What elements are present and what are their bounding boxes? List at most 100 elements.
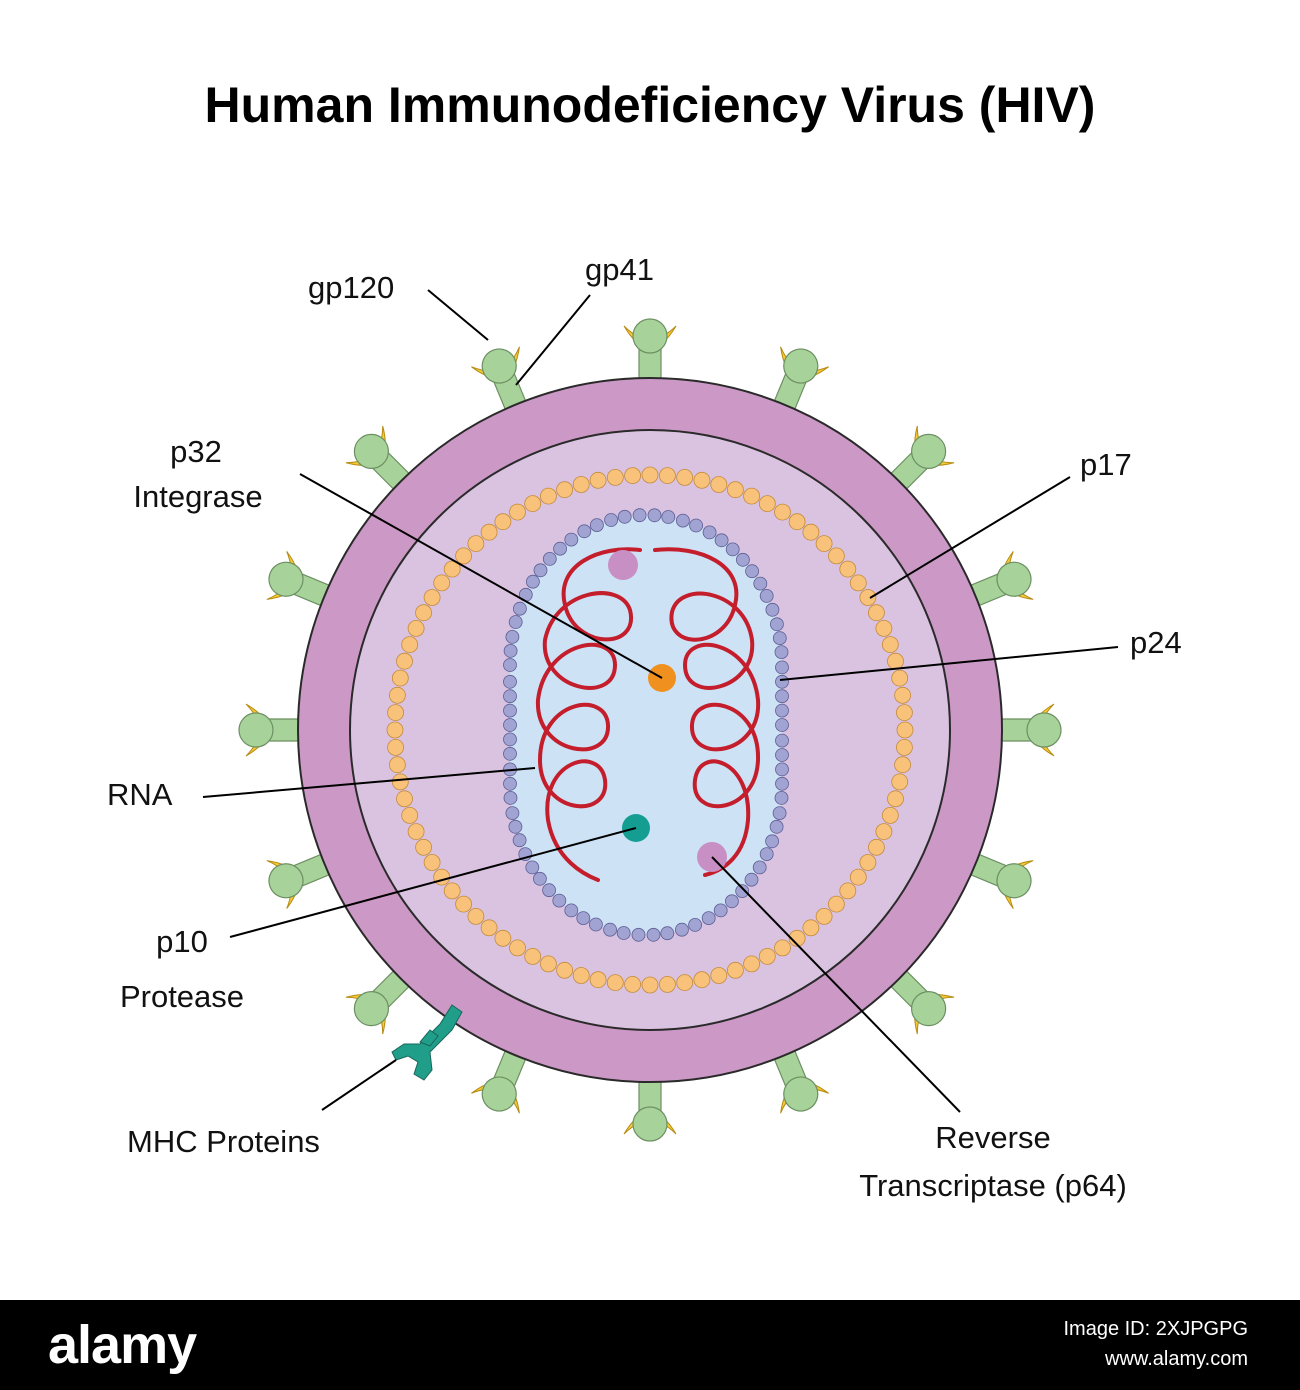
p17-bead <box>891 669 909 687</box>
p24-bead <box>553 541 567 556</box>
p24-bead <box>503 746 517 761</box>
p17-bead <box>802 523 820 541</box>
gp41-head <box>911 991 947 1027</box>
leader-p17 <box>869 476 1071 599</box>
rna-strand-left <box>535 547 642 882</box>
gp41-head <box>783 1076 819 1112</box>
p17-bead <box>881 807 899 824</box>
p17-bead <box>727 961 744 979</box>
p17-bead <box>556 481 573 499</box>
p24-bead <box>688 918 702 932</box>
p24-capsid-beads <box>503 508 789 942</box>
p17-bead <box>480 523 498 541</box>
p17-bead <box>589 471 607 489</box>
p17-bead <box>641 466 659 484</box>
gp41-head <box>353 991 389 1027</box>
p24-bead <box>503 732 517 747</box>
p17-bead <box>891 773 909 791</box>
p17-bead <box>693 971 711 989</box>
p17-bead <box>540 955 557 973</box>
p17-bead <box>894 686 911 704</box>
p24-bead <box>617 509 632 524</box>
p17-bead <box>423 589 441 606</box>
p24-bead <box>577 524 592 539</box>
p24-bead <box>552 893 567 908</box>
p17-bead <box>396 790 413 808</box>
label-gp41: gp41 <box>585 252 654 287</box>
p24-bead <box>775 748 789 762</box>
p24-bead <box>735 884 750 898</box>
label-mhc-proteins: MHC Proteins <box>127 1124 320 1159</box>
p17-bead <box>401 807 419 824</box>
p24-bead <box>576 911 591 925</box>
p17-bead <box>774 503 791 521</box>
p24-bead <box>647 508 662 523</box>
p24-bead <box>616 926 631 940</box>
p17-bead <box>815 908 833 925</box>
p24-bead <box>744 872 759 887</box>
p17-bead <box>727 481 744 499</box>
p17-bead <box>524 948 542 965</box>
p24-bead <box>505 630 520 644</box>
p24-bead <box>503 658 517 672</box>
p24-bead <box>660 926 675 941</box>
p24-bead <box>675 922 689 937</box>
rna-strands <box>535 547 761 882</box>
p17-bead <box>387 704 405 721</box>
p24-bead <box>775 674 789 689</box>
leader-p10 <box>229 827 637 938</box>
p24-bead <box>775 689 789 704</box>
p24-bead <box>503 776 517 791</box>
p17-bead <box>606 974 624 991</box>
p17-matrix-beads <box>386 466 914 994</box>
p24-bead <box>770 617 784 632</box>
label-p10: p10 <box>156 924 208 959</box>
p17-bead <box>894 756 911 774</box>
p17-bead <box>401 636 419 653</box>
p24-bead <box>775 660 789 675</box>
hiv-diagram: Human Immunodeficiency Virus (HIV) gp120… <box>107 77 1182 1203</box>
leader-gp41 <box>515 294 591 386</box>
p17-bead <box>743 955 760 973</box>
leader-reverse-transcriptase <box>711 856 961 1113</box>
p24-bead <box>689 518 703 533</box>
rna-strand-right <box>653 547 761 877</box>
leader-lines <box>202 289 1119 1113</box>
label-reverse: Reverse <box>935 1120 1050 1155</box>
p17-bead <box>710 967 728 984</box>
p17-bead <box>524 495 542 513</box>
leader-gp120 <box>427 289 489 341</box>
image-id-text: Image ID: 2XJPGPG <box>1063 1318 1248 1340</box>
p17-bead <box>868 604 885 622</box>
p24-bead <box>508 615 523 629</box>
mhc-protein <box>391 1004 463 1081</box>
p17-bead <box>509 939 526 957</box>
gp41-head <box>268 561 304 597</box>
p17-bead <box>896 721 914 739</box>
label-rna: RNA <box>107 777 173 812</box>
diagram-title: Human Immunodeficiency Virus (HIV) <box>205 77 1096 133</box>
gp41-head <box>481 348 517 384</box>
label-p17: p17 <box>1080 447 1132 482</box>
p17-bead <box>589 971 607 989</box>
p24-bead <box>542 883 556 898</box>
p17-bead <box>391 669 409 687</box>
gp41-head <box>353 433 389 469</box>
p24-bead <box>526 574 540 589</box>
p24-bead <box>752 860 767 875</box>
p17-bead <box>676 468 694 486</box>
p24-bead <box>753 576 768 591</box>
p17-bead <box>710 476 728 493</box>
p17-bead <box>386 721 404 739</box>
p17-bead <box>828 895 845 913</box>
p17-bead <box>839 560 857 578</box>
leader-p24 <box>779 646 1119 681</box>
p17-bead <box>859 589 877 606</box>
p17-bead <box>887 790 904 808</box>
p24-bead <box>508 819 523 834</box>
p24-bead <box>769 819 784 834</box>
p24-bead <box>759 847 774 861</box>
p24-bead <box>512 833 527 848</box>
gp41-head <box>238 712 274 748</box>
image-url-text: www.alamy.com <box>1105 1348 1248 1370</box>
